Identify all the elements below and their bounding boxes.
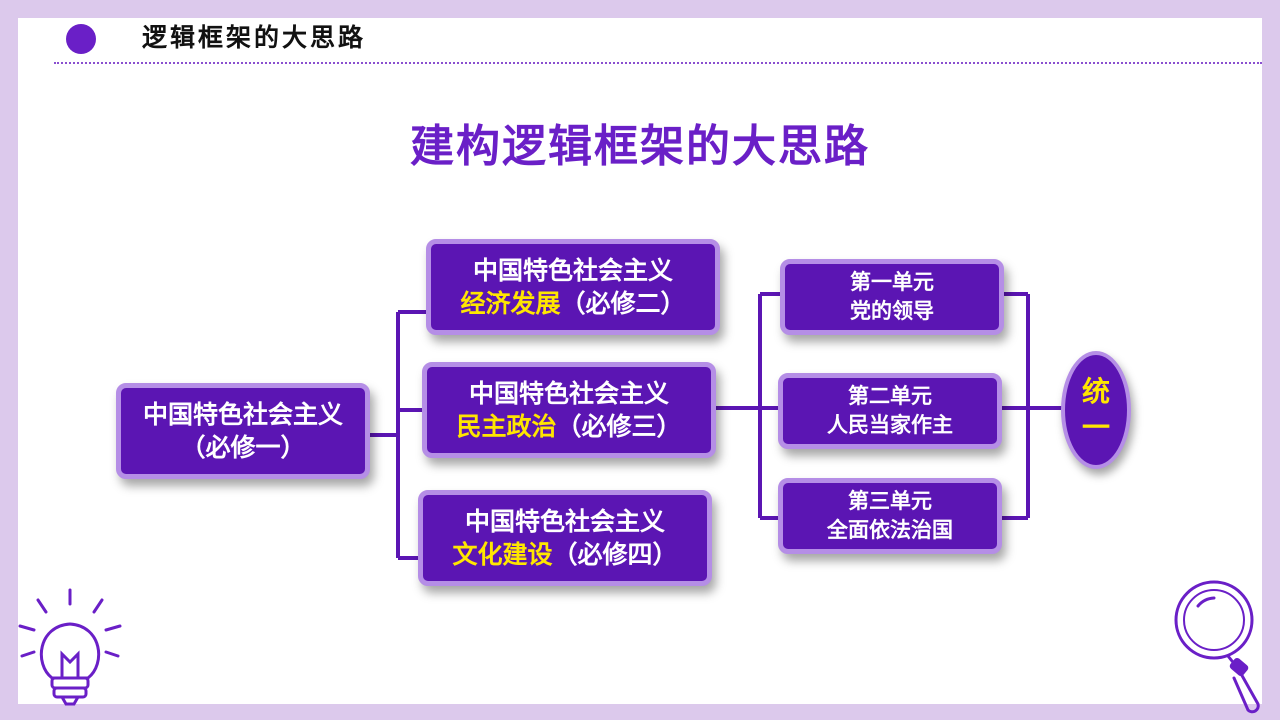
- header-title: 逻辑框架的大思路: [142, 23, 367, 52]
- branch-box-suffix: （必修四）: [552, 540, 678, 569]
- branch-box-line1: 中国特色社会主义: [464, 507, 665, 536]
- unit-box-1: 第一单元 党的领导: [780, 259, 1004, 335]
- unit-box-line2: 人民当家作主: [827, 413, 953, 437]
- root-box-line2: （必修一）: [180, 433, 306, 462]
- root-box-line1: 中国特色社会主义: [142, 400, 343, 429]
- unit-box-line2: 党的领导: [850, 299, 934, 323]
- branch-box-politics: 中国特色社会主义 民主政治（必修三）: [422, 362, 716, 458]
- branch-box-economy: 中国特色社会主义 经济发展（必修二）: [426, 239, 720, 335]
- unit-box-2: 第二单元 人民当家作主: [778, 373, 1002, 449]
- branch-box-highlight: 文化建设: [452, 540, 553, 569]
- unit-box-line2: 全面依法治国: [827, 518, 953, 542]
- branch-box-line1: 中国特色社会主义: [468, 379, 669, 408]
- unity-oval: 统 一: [1061, 351, 1131, 469]
- connector-branch-units: [714, 292, 782, 520]
- lightbulb-icon: [18, 588, 122, 706]
- branch-box-highlight: 经济发展: [460, 289, 561, 318]
- root-box: 中国特色社会主义 （必修一）: [116, 383, 370, 479]
- unit-box-line1: 第二单元: [848, 384, 932, 408]
- branch-box-culture: 中国特色社会主义 文化建设（必修四）: [418, 490, 712, 586]
- branch-box-suffix: （必修二）: [560, 289, 686, 318]
- unity-char-2: 一: [1081, 411, 1110, 444]
- unity-char-1: 统: [1081, 375, 1110, 408]
- unit-box-3: 第三单元 全面依法治国: [778, 478, 1002, 554]
- header-bullet-dot: [66, 24, 96, 54]
- branch-box-highlight: 民主政治: [456, 412, 557, 441]
- connector-root-branches: [370, 310, 428, 560]
- connector-units-unity: [1000, 292, 1062, 520]
- magnifier-icon: [1174, 580, 1260, 714]
- unit-box-line1: 第一单元: [850, 270, 934, 294]
- branch-box-suffix: （必修三）: [556, 412, 682, 441]
- unit-box-line1: 第三单元: [848, 489, 932, 513]
- slide-canvas: [18, 18, 1262, 704]
- branch-box-line1: 中国特色社会主义: [472, 256, 673, 285]
- main-title: 建构逻辑框架的大思路: [410, 121, 870, 172]
- header-divider: [54, 62, 1262, 64]
